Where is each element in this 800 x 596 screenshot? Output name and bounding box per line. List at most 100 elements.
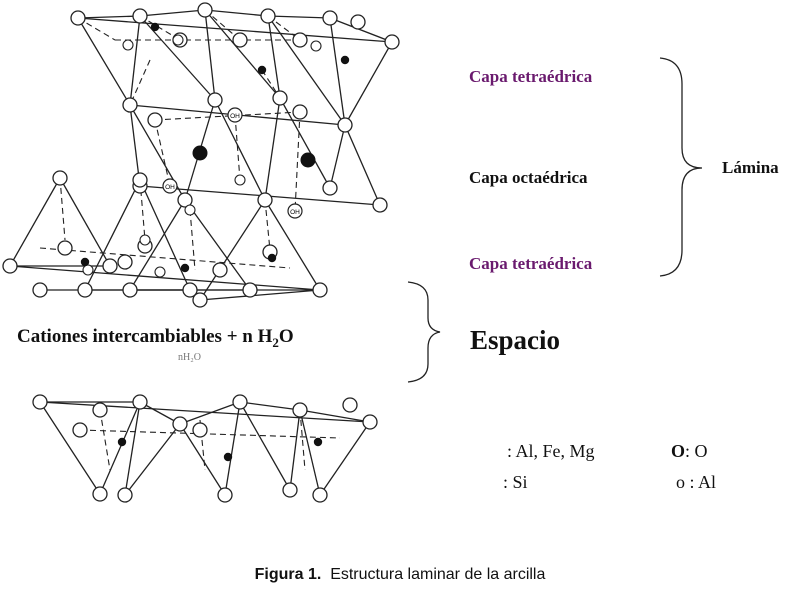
cations-tail: O: [278, 326, 294, 347]
legend-al: o : Al: [676, 472, 717, 492]
bond-dash: [264, 199, 271, 251]
sheet-edge: [9, 265, 321, 291]
cations-label: Cationes intercambiables + n H2O: [17, 326, 294, 351]
silicon-atom: [117, 437, 127, 447]
octahedron-edge: [214, 99, 266, 201]
oxygen-atom: [32, 282, 48, 298]
oxygen-atom: [212, 262, 228, 278]
sheet-dash: [79, 429, 341, 439]
oh-label: OH: [165, 184, 175, 191]
oxygen-atom: [92, 486, 108, 502]
caption-prefix: Figura 1.: [254, 566, 322, 583]
oxygen-atom: [292, 32, 308, 48]
tetrahedron-edge: [204, 9, 216, 101]
oxygen-atom: [292, 402, 308, 418]
aluminium-atom: [310, 40, 322, 52]
legend-oxygen: O: O: [671, 441, 708, 462]
tetrahedron-edge: [239, 401, 291, 491]
oxygen-atom: [322, 10, 338, 26]
oxygen-atom: [92, 402, 108, 418]
oxygen-atom: [362, 414, 378, 430]
legend-si: : Si: [503, 472, 528, 492]
aluminium-atom: [172, 34, 184, 46]
tetrahedron-edge: [204, 9, 269, 17]
oxygen-atom: [2, 258, 18, 274]
bond-dash: [99, 409, 111, 471]
silicon-atom: [150, 22, 160, 32]
oxygen-atom: [384, 34, 400, 50]
silicon-atom: [257, 65, 267, 75]
oxygen-atom: [77, 282, 93, 298]
tetrahedron-edge: [124, 423, 181, 496]
al-fe-mg-atom: [192, 145, 208, 161]
oxygen-atom: [260, 8, 276, 24]
oxygen-atom: [122, 282, 138, 298]
figure-caption: Figura 1. Estructura laminar de la arcil…: [0, 566, 800, 584]
dashed-bond-lines: [39, 9, 341, 471]
tetrahedron-edge: [289, 409, 301, 491]
tetrahedron-edge: [329, 17, 346, 126]
aluminium-atom: [184, 204, 196, 216]
oxygen-atom: [32, 394, 48, 410]
faint-water-mark: nH₂O: [178, 352, 201, 363]
tetrahedron-edge: [299, 409, 371, 423]
oxygen-atom: [217, 487, 233, 503]
oxygen-atom: [292, 104, 308, 120]
oxygen-atom: [57, 240, 73, 256]
tetrahedron-edge: [84, 179, 141, 291]
sheet-edge: [39, 401, 371, 423]
caption-text: Estructura laminar de la arcilla: [330, 566, 546, 583]
bond-dash: [129, 59, 151, 106]
oxygen-atom: [147, 112, 163, 128]
aluminium-atom: [122, 39, 134, 51]
octahedron-edge: [329, 124, 346, 189]
aluminium-atom: [234, 174, 246, 186]
tetrahedral-layer-bottom-label: Capa tetraédrica: [469, 254, 593, 273]
octahedron-edge: [344, 124, 381, 206]
oh-label: OH: [290, 209, 300, 216]
sheet-edge: [77, 17, 393, 43]
octahedron-dash: [154, 119, 171, 187]
oxygen-atom: [132, 8, 148, 24]
tetrahedron-edge: [124, 401, 141, 496]
bond-dash: [189, 209, 196, 271]
oxygen-atom: [192, 422, 208, 438]
tetrahedron-edge: [299, 409, 321, 496]
oh-label: OH: [230, 113, 240, 120]
cations-subscript: 2: [272, 334, 279, 350]
bond-dash: [199, 419, 206, 471]
silicon-atom: [223, 452, 233, 462]
silicon-atom: [267, 253, 277, 263]
silicon-atom: [180, 263, 190, 273]
oxygen-atom: [102, 258, 118, 274]
tetrahedron-edge: [224, 401, 241, 496]
tetrahedron-edge: [179, 401, 241, 425]
atoms: [2, 2, 400, 503]
tetrahedral-layer-top-label: Capa tetraédrica: [469, 67, 593, 86]
tetrahedron-edge: [179, 423, 226, 496]
octahedron-dash: [234, 114, 241, 181]
tetrahedron-edge: [77, 17, 131, 106]
bond-dash: [299, 409, 306, 471]
sheet-dash: [39, 247, 291, 269]
tetrahedron-edge: [319, 421, 371, 496]
legend-oxygen-symbol: O: [671, 441, 686, 461]
tetrahedron-edge: [267, 15, 346, 126]
lamina-brace: [659, 57, 703, 277]
tetrahedron-edge: [267, 15, 281, 99]
oh-atom: OH: [162, 178, 178, 194]
tetrahedron-edge: [267, 15, 331, 19]
legend-row1-left: : Al, Fe, Mg: [507, 441, 595, 461]
oxygen-atom: [322, 180, 338, 196]
tetrahedron-edge: [77, 15, 141, 19]
oxygen-atom: [232, 32, 248, 48]
tetrahedron-edge: [204, 9, 281, 99]
bond-dash: [139, 15, 181, 41]
silicon-atom: [80, 257, 90, 267]
oxygen-atom: [122, 97, 138, 113]
cations-text: Cationes intercambiables + n H: [17, 326, 273, 347]
oxygen-atom: [242, 282, 258, 298]
oxygen-atom: [257, 192, 273, 208]
oxygen-atom: [312, 487, 328, 503]
